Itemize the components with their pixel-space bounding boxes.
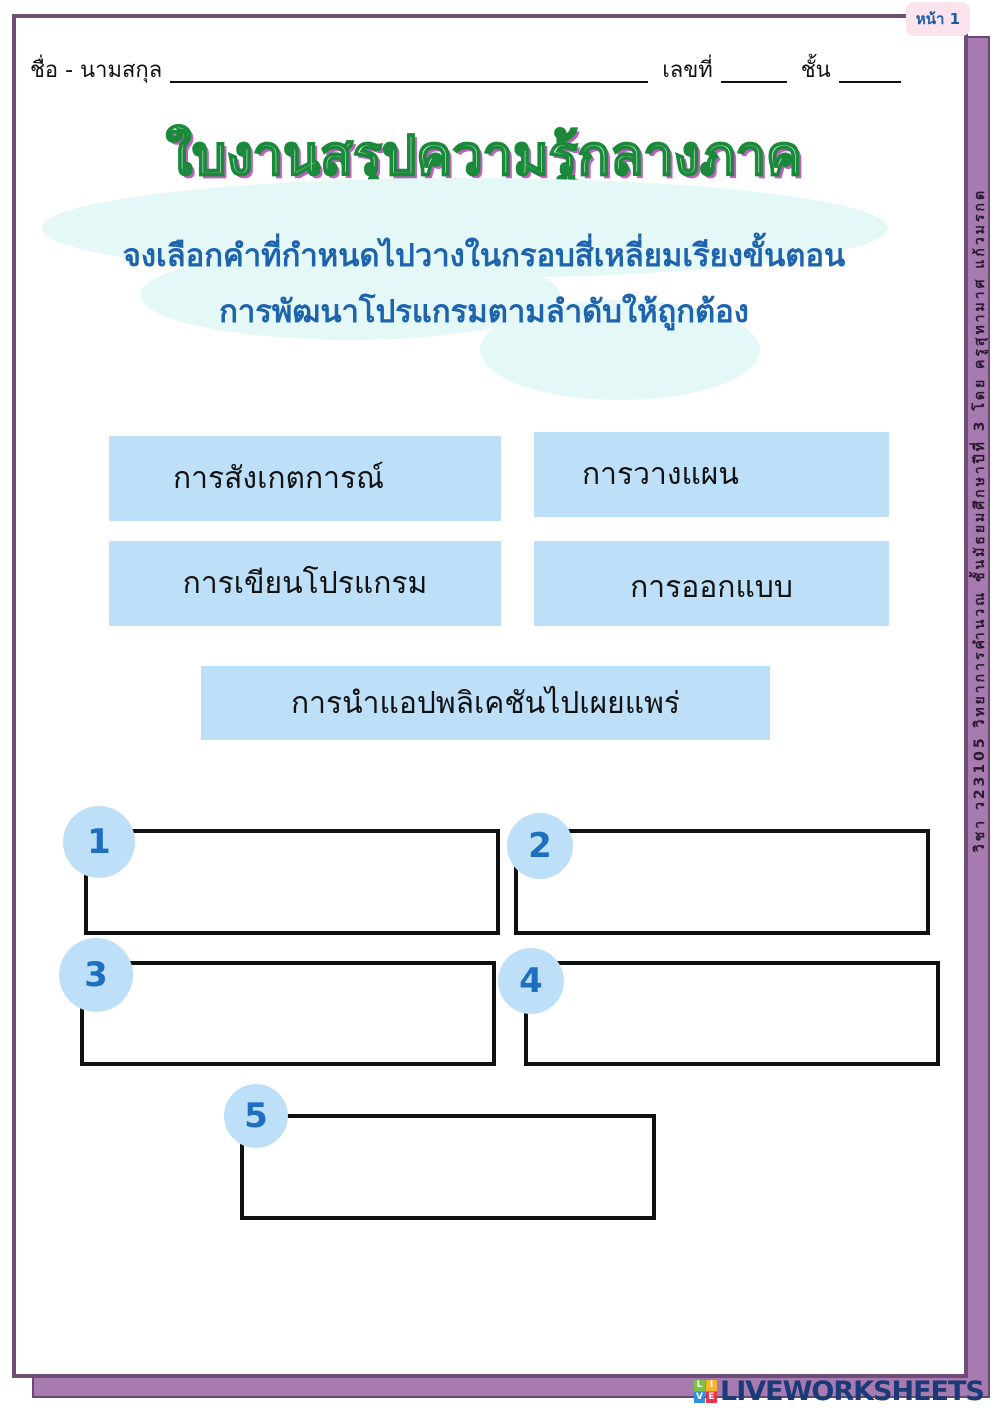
side-text: วิชา ว23105 วิทยาการคำนวณ ชั้นมัธยมศึกษา… <box>972 187 988 853</box>
logo-text: LIVEWORKSHEETS <box>720 1376 985 1407</box>
answer-card[interactable]: การวางแผน <box>534 432 889 517</box>
number-label: เลขที่ <box>662 58 713 83</box>
number-input[interactable] <box>720 57 787 83</box>
answer-card[interactable]: การออกแบบ <box>534 541 889 626</box>
drop-slot-4[interactable] <box>524 961 940 1066</box>
name-label: ชื่อ - นามสกุล <box>30 58 163 83</box>
answer-card[interactable]: การนำแอปพลิเคชันไปเผยแพร่ <box>201 666 770 740</box>
page-tag: หน้า 1 <box>906 2 970 36</box>
step-number: 5 <box>224 1084 288 1148</box>
background-blob <box>140 250 560 340</box>
drop-slot-1[interactable] <box>84 829 500 935</box>
answer-card[interactable]: การเขียนโปรแกรม <box>109 541 501 626</box>
class-label: ชั้น <box>800 58 831 83</box>
class-input[interactable] <box>838 57 901 83</box>
step-number: 2 <box>507 813 573 879</box>
name-input[interactable] <box>170 57 649 83</box>
drop-slot-5[interactable] <box>240 1114 656 1220</box>
instruction-line: จงเลือกคำที่กำหนดไปวางในกรอบสี่เหลี่ยมเร… <box>122 238 846 274</box>
page-title: ใบงานสรุปความรู้กลางภาค <box>165 123 803 188</box>
side-banner: วิชา ว23105 วิทยาการคำนวณ ชั้นมัธยมศึกษา… <box>968 90 992 950</box>
instruction: จงเลือกคำที่กำหนดไปวางในกรอบสี่เหลี่ยมเร… <box>0 228 968 340</box>
drop-slot-3[interactable] <box>80 961 496 1066</box>
instruction-line: การพัฒนาโปรแกรมตามลำดับให้ถูกต้อง <box>219 294 749 330</box>
step-number: 3 <box>59 938 133 1012</box>
answer-card[interactable]: การสังเกตการณ์ <box>109 436 501 521</box>
drop-slot-2[interactable] <box>514 829 930 935</box>
step-number: 1 <box>63 806 135 878</box>
background-blob <box>480 300 760 400</box>
student-info-header: ชื่อ - นามสกุล เลขที่ ชั้น <box>30 52 940 87</box>
step-number: 4 <box>498 948 564 1014</box>
